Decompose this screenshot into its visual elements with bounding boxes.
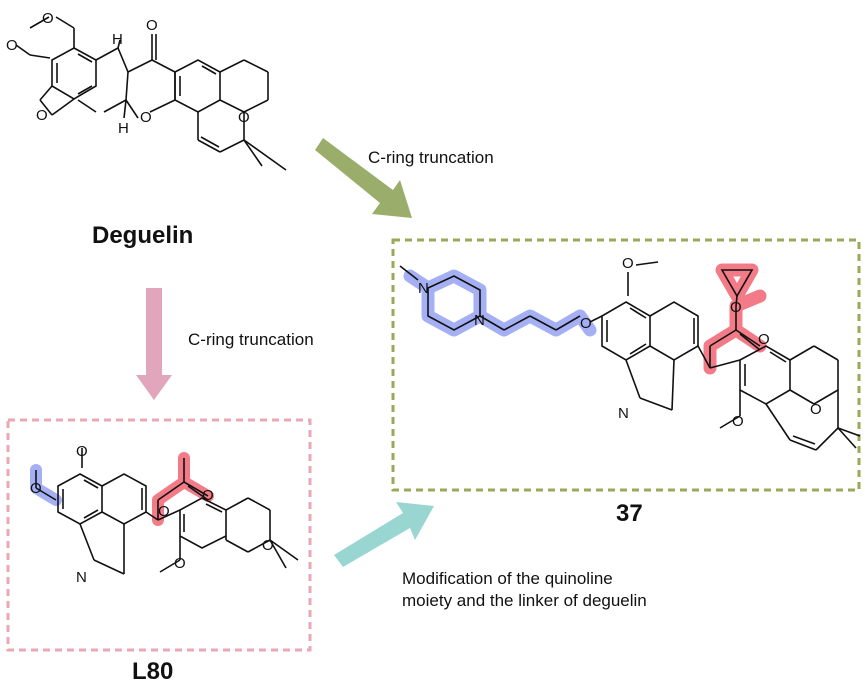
l80-structure <box>35 448 299 575</box>
l80-o-methoxy-left: O <box>30 480 42 497</box>
c37-o-carbonyl: O <box>758 331 770 348</box>
deguelin-atom-labels: O O O H H O O O <box>6 10 250 137</box>
l80-o-methoxy-bottom: O <box>174 555 186 572</box>
l80-atom-labels: O O O O N O O <box>30 443 274 586</box>
deguelin-o-methoxy-2: O <box>6 37 18 54</box>
deguelin-h-2: H <box>118 120 129 137</box>
bottom-arrow-label: Modification of the quinoline moiety and… <box>402 569 647 610</box>
deguelin-label: Deguelin <box>92 222 194 249</box>
c37-atom-labels: N N O O O O N O O <box>418 255 822 430</box>
l80-o-ester: O <box>158 503 170 520</box>
compound-l80-box <box>6 418 312 652</box>
arrow-deguelin-to-37 <box>315 138 412 218</box>
arrow-deguelin-to-l80 <box>136 288 172 400</box>
deguelin-o-methoxy-1: O <box>42 10 54 27</box>
c37-o-methoxy-top: O <box>622 255 634 272</box>
deguelin-o-ring-c: O <box>140 109 152 126</box>
deguelin-structure <box>15 16 287 171</box>
compound-37-label: 37 <box>616 500 643 527</box>
deguelin-h-1: H <box>112 31 123 48</box>
c37-o-methoxy-bottom: O <box>732 413 744 430</box>
l80-n-quinoline: N <box>76 569 87 586</box>
l80-label: L80 <box>132 658 174 685</box>
l80-o-carbonyl: O <box>202 487 214 504</box>
l80-o-chromene: O <box>262 537 274 554</box>
deguelin-o-ring-b: O <box>36 107 48 124</box>
c37-n-linker: N <box>474 312 485 329</box>
c37-n-quinoline: N <box>618 405 629 422</box>
c37-o-ether: O <box>580 315 592 332</box>
l80-o-methoxy-top: O <box>76 443 88 460</box>
deguelin-o-pyran: O <box>238 109 250 126</box>
down-arrow-label: C-ring truncation <box>188 330 314 349</box>
arrow-l80-to-37 <box>334 502 434 567</box>
compound-37-box <box>391 238 861 492</box>
right-arrow-label: C-ring truncation <box>368 148 494 167</box>
deguelin-o-carbonyl: O <box>146 17 158 34</box>
c37-n-methyl: N <box>418 280 429 297</box>
c37-o-chromene: O <box>810 401 822 418</box>
c37-structure <box>399 261 861 451</box>
c37-o-ester: O <box>730 299 742 316</box>
